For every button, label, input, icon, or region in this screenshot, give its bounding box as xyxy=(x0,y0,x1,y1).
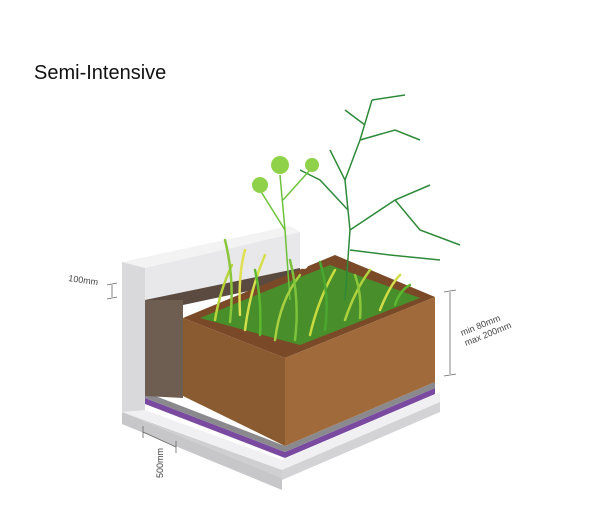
flower xyxy=(300,261,308,269)
dim-100mm-line xyxy=(106,282,118,300)
membrane-layer xyxy=(145,382,435,458)
dim-500mm-line xyxy=(142,426,177,453)
shrub xyxy=(299,94,461,301)
grass-blades xyxy=(213,238,412,342)
label-500mm: 500mm xyxy=(155,448,165,478)
diagram-title: Semi-Intensive xyxy=(34,62,167,84)
dim-depth-line xyxy=(443,289,457,377)
gravel-drainage-layer xyxy=(145,300,183,398)
umbel-plant xyxy=(252,156,319,301)
label-100mm: 100mm xyxy=(68,273,99,287)
vegetation-mat xyxy=(200,265,420,345)
